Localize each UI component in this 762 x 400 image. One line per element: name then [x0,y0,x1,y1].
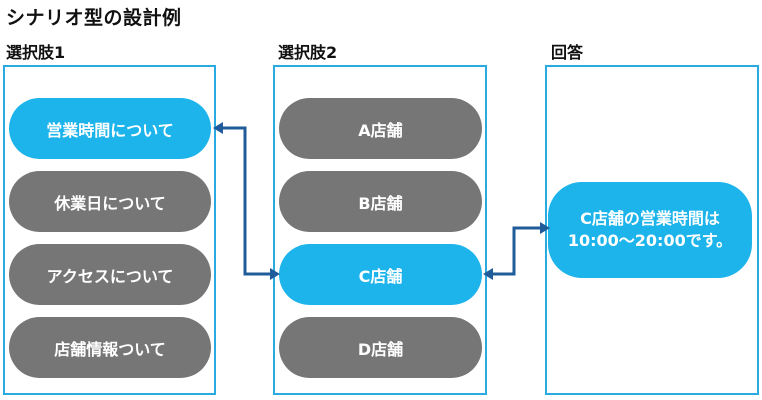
option-label: D店舗 [357,339,404,359]
connector-choice1-to-choice2 [222,126,271,276]
choice2-option-store-d[interactable]: D店舗 [279,317,482,378]
option-label: アクセスについて [46,266,174,286]
answer-line-2: 10:00～20:00です。 [567,231,733,250]
option-label: A店舗 [358,120,403,140]
column-label-choice1: 選択肢1 [6,43,66,62]
choice1-option-store-info[interactable]: 店舗情報ついて [9,317,211,378]
option-label: 店舗情報ついて [54,339,166,359]
arrowhead-right-icon [540,222,550,234]
option-label: 休業日について [54,193,166,213]
choice2-option-store-a[interactable]: A店舗 [279,98,482,159]
diagram-title: シナリオ型の設計例 [6,7,182,29]
choice2-option-store-c[interactable]: C店舗 [279,244,482,305]
answer-bubble: C店舗の営業時間は 10:00～20:00です。 [548,182,752,278]
choice2-option-store-b[interactable]: B店舗 [279,171,482,232]
choice1-option-access[interactable]: アクセスについて [9,244,211,305]
column-label-answer: 回答 [551,43,584,62]
arrowhead-right-icon [270,268,280,280]
arrowhead-left-icon [483,268,493,280]
arrowhead-left-icon [213,122,223,134]
option-label: 営業時間について [46,120,174,140]
choice1-option-business-hours[interactable]: 営業時間について [9,98,211,159]
option-label: B店舗 [358,193,403,213]
column-label-choice2: 選択肢2 [278,43,338,62]
connector-choice2-to-answer [491,226,541,276]
option-label: C店舗 [358,266,403,286]
answer-line-1: C店舗の営業時間は [580,209,720,228]
choice1-option-holidays[interactable]: 休業日について [9,171,211,232]
